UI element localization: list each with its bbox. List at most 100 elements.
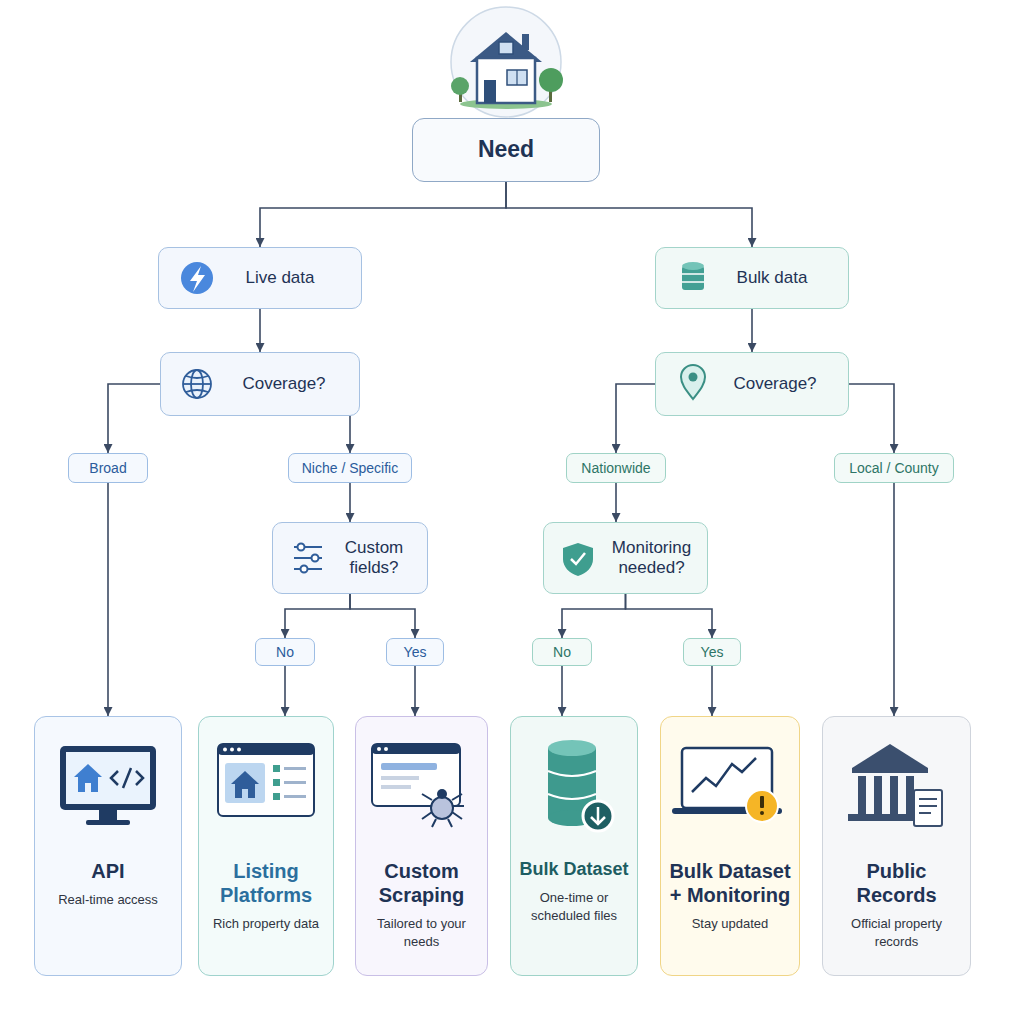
pin-icon: [681, 365, 705, 399]
house-illustration-part: [470, 32, 542, 62]
connector-arrow: [616, 384, 655, 453]
outcome-card: Bulk DatasetOne-time or scheduled files: [510, 716, 638, 976]
scraping-spider-icon-part: [381, 776, 419, 780]
connector-arrow: [260, 182, 506, 247]
api-monitor-icon-part: [85, 783, 91, 792]
shield-icon-part: [563, 543, 593, 576]
shield-icon-part: [571, 553, 585, 564]
listing-browser-icon-part: [218, 744, 314, 755]
listing-browser-icon-part: [218, 744, 314, 816]
node-title: Nationwide: [581, 460, 650, 477]
connector-arrow: [711, 666, 713, 716]
sliders-icon: [294, 544, 322, 573]
database-icon-part: [682, 266, 704, 290]
connector-arrow: [285, 594, 350, 638]
database-icon-part: [682, 273, 704, 275]
listing-browser-icon-part: [237, 748, 241, 752]
dataset-download-icon-part: [583, 801, 613, 831]
outcome-card: Public RecordsOfficial property records: [822, 716, 971, 976]
monitoring-chart-icon-part: [760, 796, 764, 808]
public-records-icon-part: [890, 776, 898, 814]
category-box: Bulk data: [655, 247, 849, 309]
dataset-download-icon-part: [548, 740, 596, 756]
connector-arrow: [108, 384, 160, 453]
public-records-icon-part: [848, 814, 932, 821]
listing-browser-icon: [218, 744, 314, 816]
connector-arrow: [751, 309, 753, 352]
database-icon: [682, 262, 704, 290]
node-title: Monitoring needed?: [606, 538, 697, 579]
connector-arrow: [414, 666, 416, 716]
listing-browser-icon-part: [284, 781, 306, 784]
node-description: Tailored to your needs: [362, 915, 481, 951]
pin-icon-part: [689, 373, 698, 382]
outcome-card: Listing PlatformsRich property data: [198, 716, 334, 976]
api-monitor-icon-part: [74, 764, 102, 777]
sliders-icon-part: [312, 555, 319, 562]
listing-browser-icon-part: [230, 748, 234, 752]
sliders-icon-part: [301, 566, 308, 573]
house-illustration-part: [477, 58, 535, 103]
lightning-icon-part: [190, 266, 205, 292]
public-records-icon-part: [874, 776, 882, 814]
outcome-card: API Real-time access: [34, 716, 182, 976]
decision-box: Coverage?: [655, 352, 849, 416]
connector-arrow: [893, 483, 895, 716]
start-box: Need: [412, 118, 600, 182]
node-title: Need: [478, 136, 534, 164]
shield-icon: [563, 543, 593, 576]
option-pill: Local / County: [834, 453, 954, 483]
lightning-icon-part: [181, 262, 213, 294]
house-illustration-part: [499, 42, 513, 54]
scraping-spider-icon-part: [372, 744, 460, 754]
sliders-icon-part: [298, 544, 305, 551]
house-illustration-part: [522, 34, 529, 50]
connector-arrow: [849, 384, 894, 453]
api-monitor-icon-part: [60, 746, 156, 810]
node-title: Bulk Dataset: [519, 859, 628, 881]
sliders-icon-part: [294, 568, 322, 570]
monitoring-chart-icon-part: [672, 808, 782, 814]
answer-pill: No: [532, 638, 592, 666]
listing-browser-icon-part: [273, 793, 280, 800]
public-records-icon-part: [906, 776, 914, 814]
house-illustration-part: [459, 88, 462, 102]
decision-box: Custom fields?: [272, 522, 428, 594]
listing-browser-icon-part: [284, 795, 306, 798]
sliders-icon-part: [294, 546, 322, 548]
connector-arrow: [350, 594, 415, 638]
listing-browser-icon-part: [273, 779, 280, 786]
house-illustration-part: [516, 70, 517, 85]
node-description: Official property records: [829, 915, 964, 951]
globe-icon-part: [183, 383, 211, 385]
node-description: Real-time access: [58, 891, 158, 909]
public-records-icon-part: [914, 790, 942, 826]
monitoring-chart-icon-part: [682, 748, 772, 808]
dataset-download-icon-part: [548, 748, 596, 818]
answer-pill: Yes: [386, 638, 444, 666]
node-title: Listing Platforms: [205, 859, 327, 907]
globe-icon: [183, 370, 211, 398]
node-title: Custom Scraping: [362, 859, 481, 907]
node-title: Local / County: [849, 460, 939, 477]
pin-icon-part: [681, 365, 705, 399]
node-title: API: [91, 859, 124, 883]
node-title: No: [276, 644, 294, 661]
decision-box: Coverage?: [160, 352, 360, 416]
node-title: No: [553, 644, 571, 661]
scraping-spider-icon-part: [372, 744, 460, 806]
house-illustration: [451, 7, 563, 117]
public-records-icon-part: [852, 744, 928, 768]
house-illustration-part: [484, 80, 496, 103]
dataset-download-icon-part: [591, 807, 605, 824]
connector-arrow: [349, 416, 351, 453]
api-monitor-icon-part: [111, 768, 143, 788]
decision-box: Monitoring needed?: [543, 522, 708, 594]
globe-icon-part: [186, 376, 208, 378]
node-description: Stay updated: [692, 915, 769, 933]
node-title: Yes: [701, 644, 724, 661]
node-description: One-time or scheduled files: [517, 889, 631, 925]
option-pill: Niche / Specific: [288, 453, 412, 483]
house-illustration-part: [507, 70, 527, 85]
